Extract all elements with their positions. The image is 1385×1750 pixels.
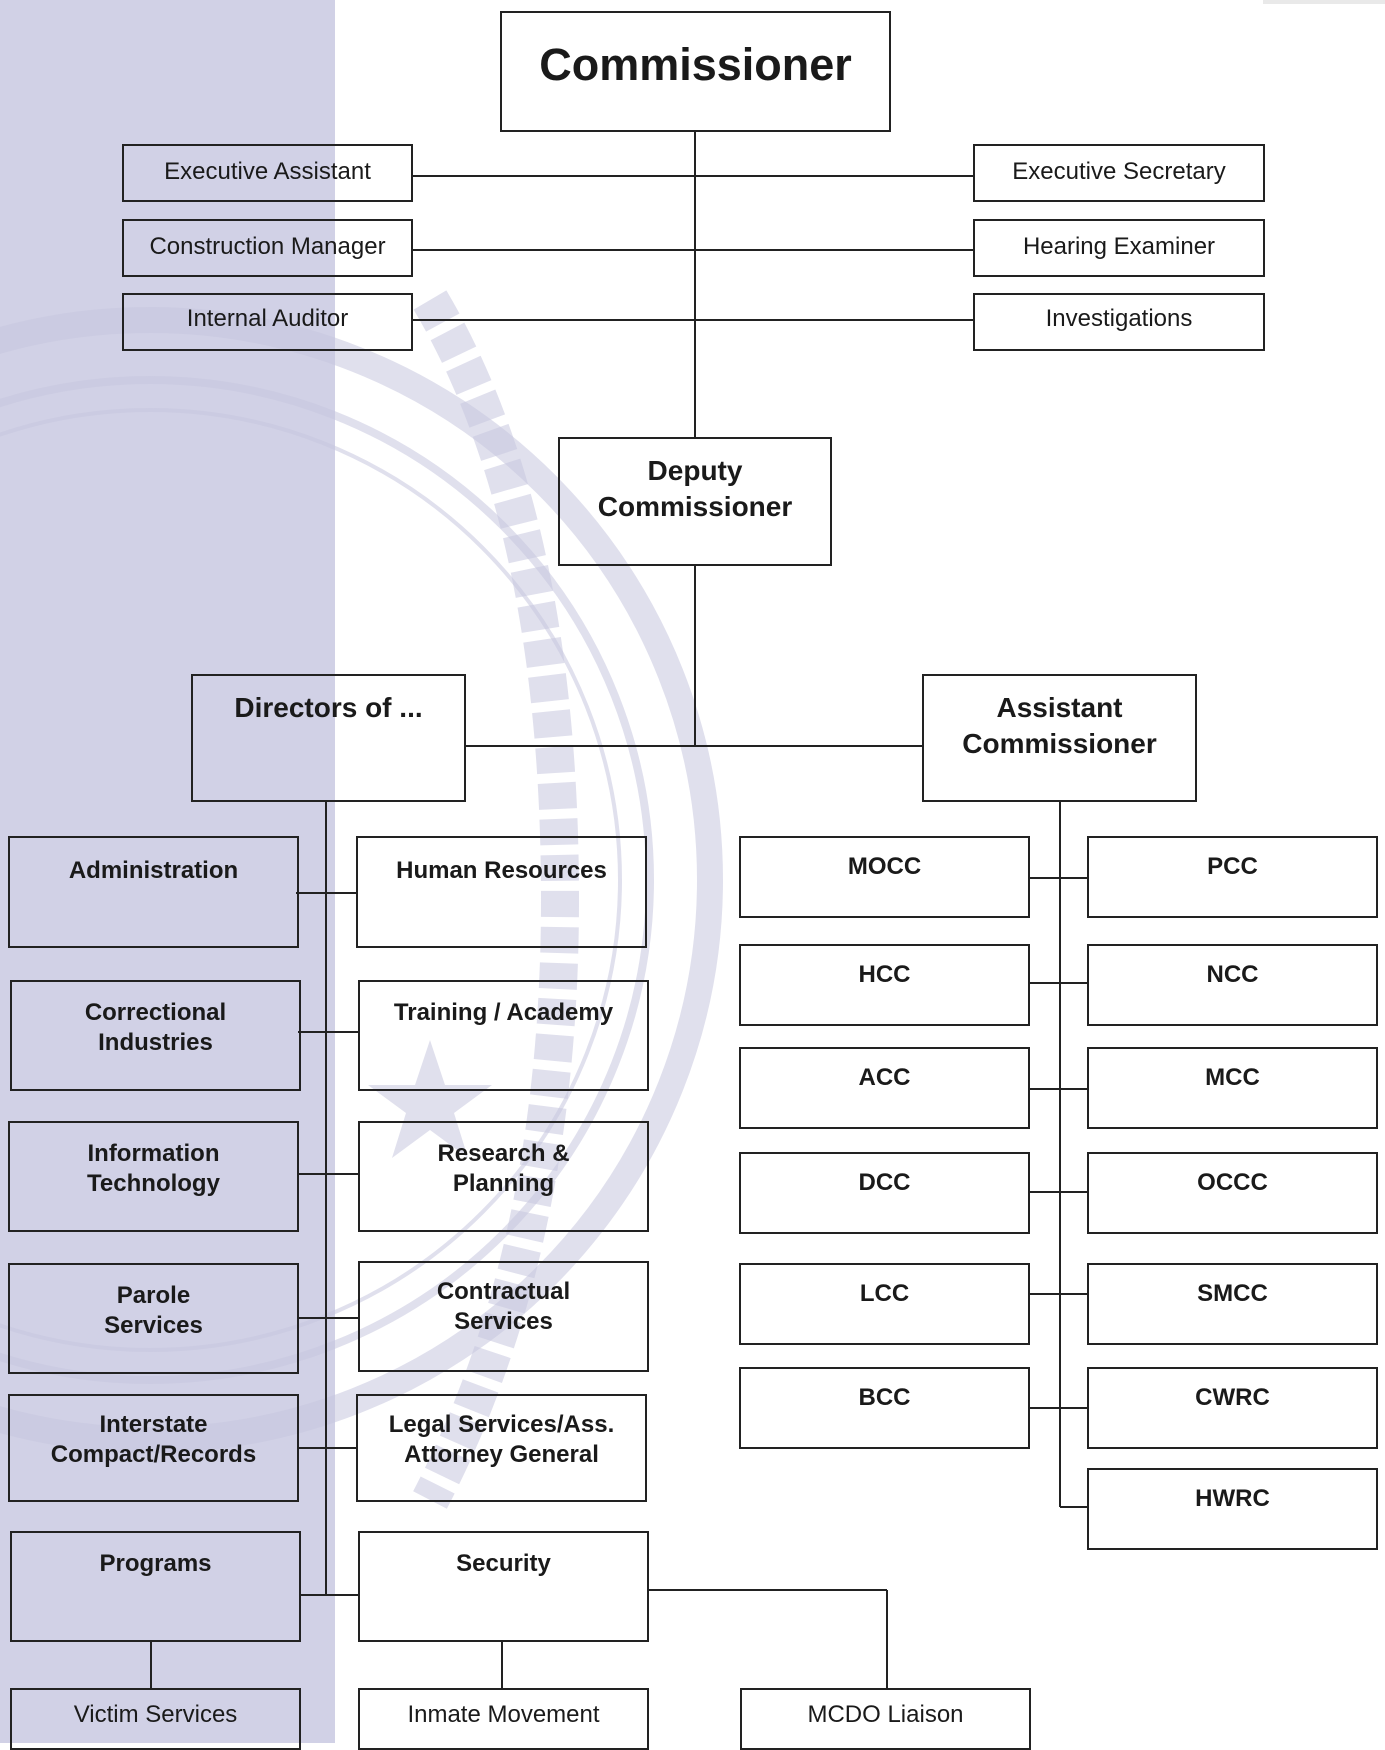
- facility-box-mcc: MCC: [1087, 1047, 1378, 1129]
- corner-mark: [1263, 0, 1385, 4]
- director-box-security: Security: [358, 1531, 649, 1642]
- staff-box-investigations: Investigations: [973, 293, 1265, 351]
- facility-box-hcc: HCC: [739, 944, 1030, 1026]
- unit-box-mcdo-liaison: MCDO Liaison: [740, 1688, 1031, 1750]
- director-box-training-academy: Training / Academy: [358, 980, 649, 1091]
- director-box-programs: Programs: [10, 1531, 301, 1642]
- director-box-legal-services: Legal Services/Ass. Attorney General: [356, 1394, 647, 1502]
- staff-box-construction-manager: Construction Manager: [122, 219, 413, 277]
- staff-box-executive-assistant: Executive Assistant: [122, 144, 413, 202]
- deputy-commissioner-box: Deputy Commissioner: [558, 437, 832, 566]
- commissioner-box: Commissioner: [500, 11, 891, 132]
- facility-box-acc: ACC: [739, 1047, 1030, 1129]
- director-box-information-technology: Information Technology: [8, 1121, 299, 1232]
- facility-box-cwrc: CWRC: [1087, 1367, 1378, 1449]
- staff-box-hearing-examiner: Hearing Examiner: [973, 219, 1265, 277]
- assistant-commissioner-box: Assistant Commissioner: [922, 674, 1197, 802]
- unit-box-inmate-movement: Inmate Movement: [358, 1688, 649, 1750]
- facility-box-dcc: DCC: [739, 1152, 1030, 1234]
- facility-box-mocc: MOCC: [739, 836, 1030, 918]
- staff-box-internal-auditor: Internal Auditor: [122, 293, 413, 351]
- director-box-contractual-services: Contractual Services: [358, 1261, 649, 1372]
- facility-box-occc: OCCC: [1087, 1152, 1378, 1234]
- director-box-correctional-industries: Correctional Industries: [10, 980, 301, 1091]
- facility-box-smcc: SMCC: [1087, 1263, 1378, 1345]
- facility-box-hwrc: HWRC: [1087, 1468, 1378, 1550]
- facility-box-pcc: PCC: [1087, 836, 1378, 918]
- unit-box-victim-services: Victim Services: [10, 1688, 301, 1750]
- director-box-parole-services: Parole Services: [8, 1263, 299, 1374]
- director-box-human-resources: Human Resources: [356, 836, 647, 948]
- directors-box: Directors of ...: [191, 674, 466, 802]
- director-box-administration: Administration: [8, 836, 299, 948]
- facility-box-ncc: NCC: [1087, 944, 1378, 1026]
- facility-box-lcc: LCC: [739, 1263, 1030, 1345]
- facility-box-bcc: BCC: [739, 1367, 1030, 1449]
- director-box-interstate-compact: Interstate Compact/Records: [8, 1394, 299, 1502]
- staff-box-executive-secretary: Executive Secretary: [973, 144, 1265, 202]
- director-box-research-planning: Research & Planning: [358, 1121, 649, 1232]
